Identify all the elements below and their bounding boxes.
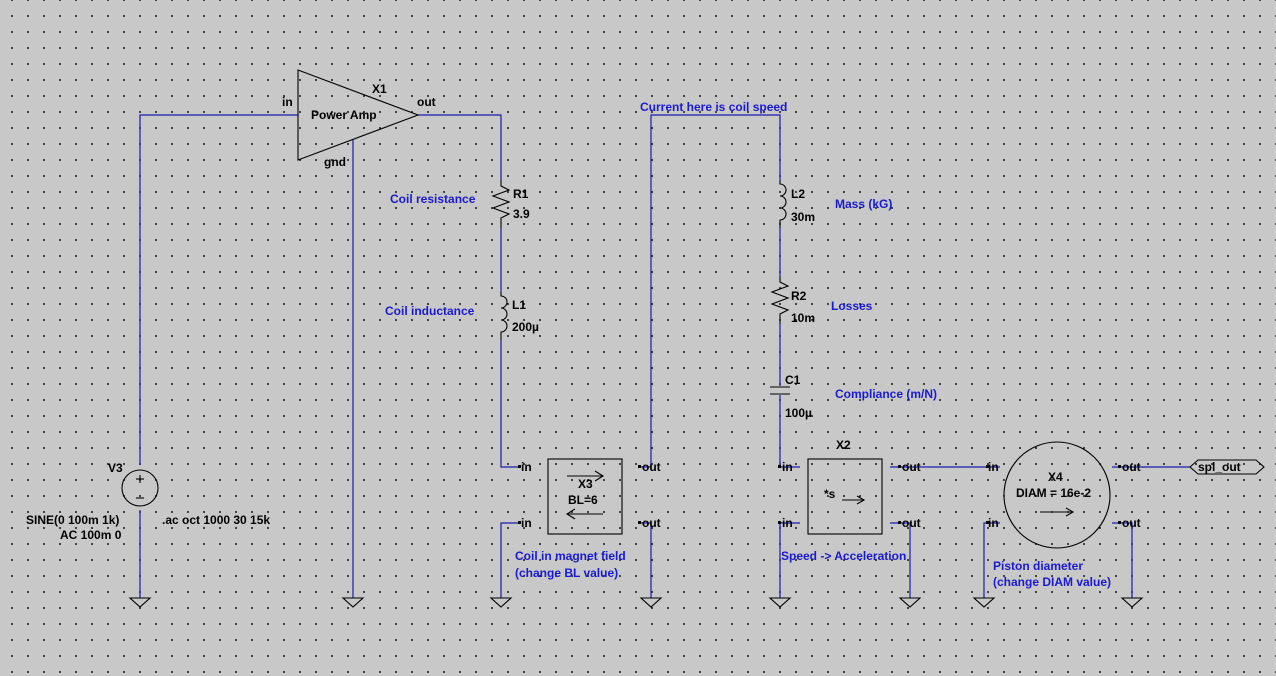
l1-value: 200µ — [512, 320, 539, 334]
x1-pin-gnd: gnd — [324, 155, 346, 169]
v3-value-sine: SINE(0 100m 1k) — [26, 513, 119, 527]
component-x3[interactable]: X3 BL=6 in in out out Coil in magnet fie… — [515, 458, 661, 580]
wire-x4-in-gnd[interactable] — [983, 522, 1000, 598]
x3-pin-in: in — [521, 460, 532, 474]
l1-ref: L1 — [512, 298, 526, 312]
resistor-icon — [770, 276, 790, 324]
wire-x4-out-gnd[interactable] — [1112, 522, 1133, 598]
component-c1[interactable]: C1 100µ Compliance (m/N) — [770, 373, 937, 420]
r1-desc: Coil resistance — [390, 192, 476, 206]
component-v3-source[interactable]: V3 SINE(0 100m 1k) AC 100m 0 — [26, 461, 159, 542]
r2-desc: Losses — [831, 299, 873, 313]
r2-ref: R2 — [791, 289, 807, 303]
r1-ref: R1 — [513, 187, 529, 201]
l2-desc: Mass (kG) — [835, 197, 892, 211]
x4-desc-2: (change DIAM value) — [993, 575, 1111, 589]
x4-ref: X4 — [1048, 470, 1063, 484]
wire-v3-amp-in[interactable] — [139, 114, 298, 465]
v3-ref: V3 — [108, 461, 123, 475]
x2-box — [807, 458, 883, 535]
wire-x3-in-gnd[interactable] — [500, 522, 520, 598]
component-l1[interactable]: L1 200µ Coil inductance — [385, 292, 539, 340]
ground-icon — [898, 597, 922, 608]
x3-desc-1: Coil in magnet field — [515, 549, 626, 563]
x4-pin-out-2: out — [1122, 516, 1141, 530]
note-coil-speed: Current here is coil speed — [640, 100, 787, 114]
x3-ref: X3 — [578, 477, 593, 491]
component-r1[interactable]: R1 3.9 Coil resistance — [390, 180, 530, 228]
wire-amp-out-r1[interactable] — [418, 114, 502, 180]
x3-pin-out: out — [642, 460, 661, 474]
l1-desc: Coil inductance — [385, 304, 475, 318]
x2-pin-out-2: out — [902, 516, 921, 530]
ground-icon — [972, 597, 996, 608]
ground-symbols — [128, 597, 1144, 608]
ground-icon — [768, 597, 792, 608]
amplifier-triangle-icon — [297, 69, 420, 161]
component-x4[interactable]: X4 DIAM = 16e-2 in in out out Piston dia… — [988, 441, 1141, 589]
x1-pin-out: out — [417, 95, 436, 109]
wire-x3-out-gnd[interactable] — [640, 522, 652, 598]
l2-ref: L2 — [791, 187, 805, 201]
wire-l1-x3[interactable] — [500, 340, 520, 468]
ground-icon — [128, 597, 152, 608]
x1-pin-in: in — [282, 95, 293, 109]
component-r2[interactable]: R2 10m Losses — [770, 276, 873, 325]
c1-value: 100µ — [785, 406, 812, 420]
r1-value: 3.9 — [513, 207, 530, 221]
x2-desc: Speed -> Acceleration — [781, 549, 906, 563]
ground-icon — [489, 597, 513, 608]
component-x2[interactable]: X2 *s in in out out Speed -> Acceleratio… — [781, 438, 921, 563]
l2-value: 30m — [791, 210, 815, 224]
wire-x3-out-l2[interactable] — [640, 114, 781, 468]
x3-pin-in-2: in — [521, 516, 532, 530]
x4-pin-in-2: in — [988, 516, 999, 530]
x1-ref: X1 — [372, 82, 387, 96]
c1-desc: Compliance (m/N) — [835, 387, 937, 401]
component-x1-power-amp[interactable]: X1 Power Amp in out gnd — [282, 69, 436, 169]
x3-pin-out-2: out — [642, 516, 661, 530]
x4-pin-in: in — [988, 460, 999, 474]
net-label-spl-out[interactable]: spl_out — [1189, 459, 1265, 475]
inductor-icon — [779, 180, 787, 228]
x4-desc-1: Piston diameter — [993, 559, 1083, 573]
inductor-icon — [500, 292, 508, 340]
c1-ref: C1 — [785, 373, 801, 387]
ground-icon — [1120, 597, 1144, 608]
x2-pin-in-2: in — [782, 516, 793, 530]
voltage-source-icon — [121, 469, 159, 507]
component-l2[interactable]: L2 30m Mass (kG) — [779, 180, 892, 228]
resistor-icon — [491, 180, 511, 228]
ground-icon — [639, 597, 663, 608]
x2-pin-out: out — [902, 460, 921, 474]
wire-x2-out-gnd[interactable] — [890, 522, 911, 598]
r2-value: 10m — [791, 311, 815, 325]
x1-name: Power Amp — [311, 108, 377, 122]
net-flag-icon — [1189, 459, 1265, 475]
x2-value: *s — [824, 487, 836, 501]
x2-pin-in: in — [782, 460, 793, 474]
x4-pin-out: out — [1122, 460, 1141, 474]
pin-dots — [518, 465, 1121, 524]
x4-circle — [1003, 441, 1111, 549]
x3-desc-2: (change BL value) — [515, 566, 618, 580]
ground-icon — [341, 597, 365, 608]
x3-box — [547, 458, 623, 535]
wires — [139, 114, 1190, 598]
x4-value: DIAM = 16e-2 — [1016, 486, 1091, 500]
spl-out-label: spl_out — [1198, 460, 1241, 474]
v3-value-ac: AC 100m 0 — [60, 528, 122, 542]
x3-value: BL=6 — [568, 493, 598, 507]
spice-directive-ac[interactable]: .ac oct 1000 30 15k — [162, 513, 270, 527]
x2-ref: X2 — [836, 438, 851, 452]
